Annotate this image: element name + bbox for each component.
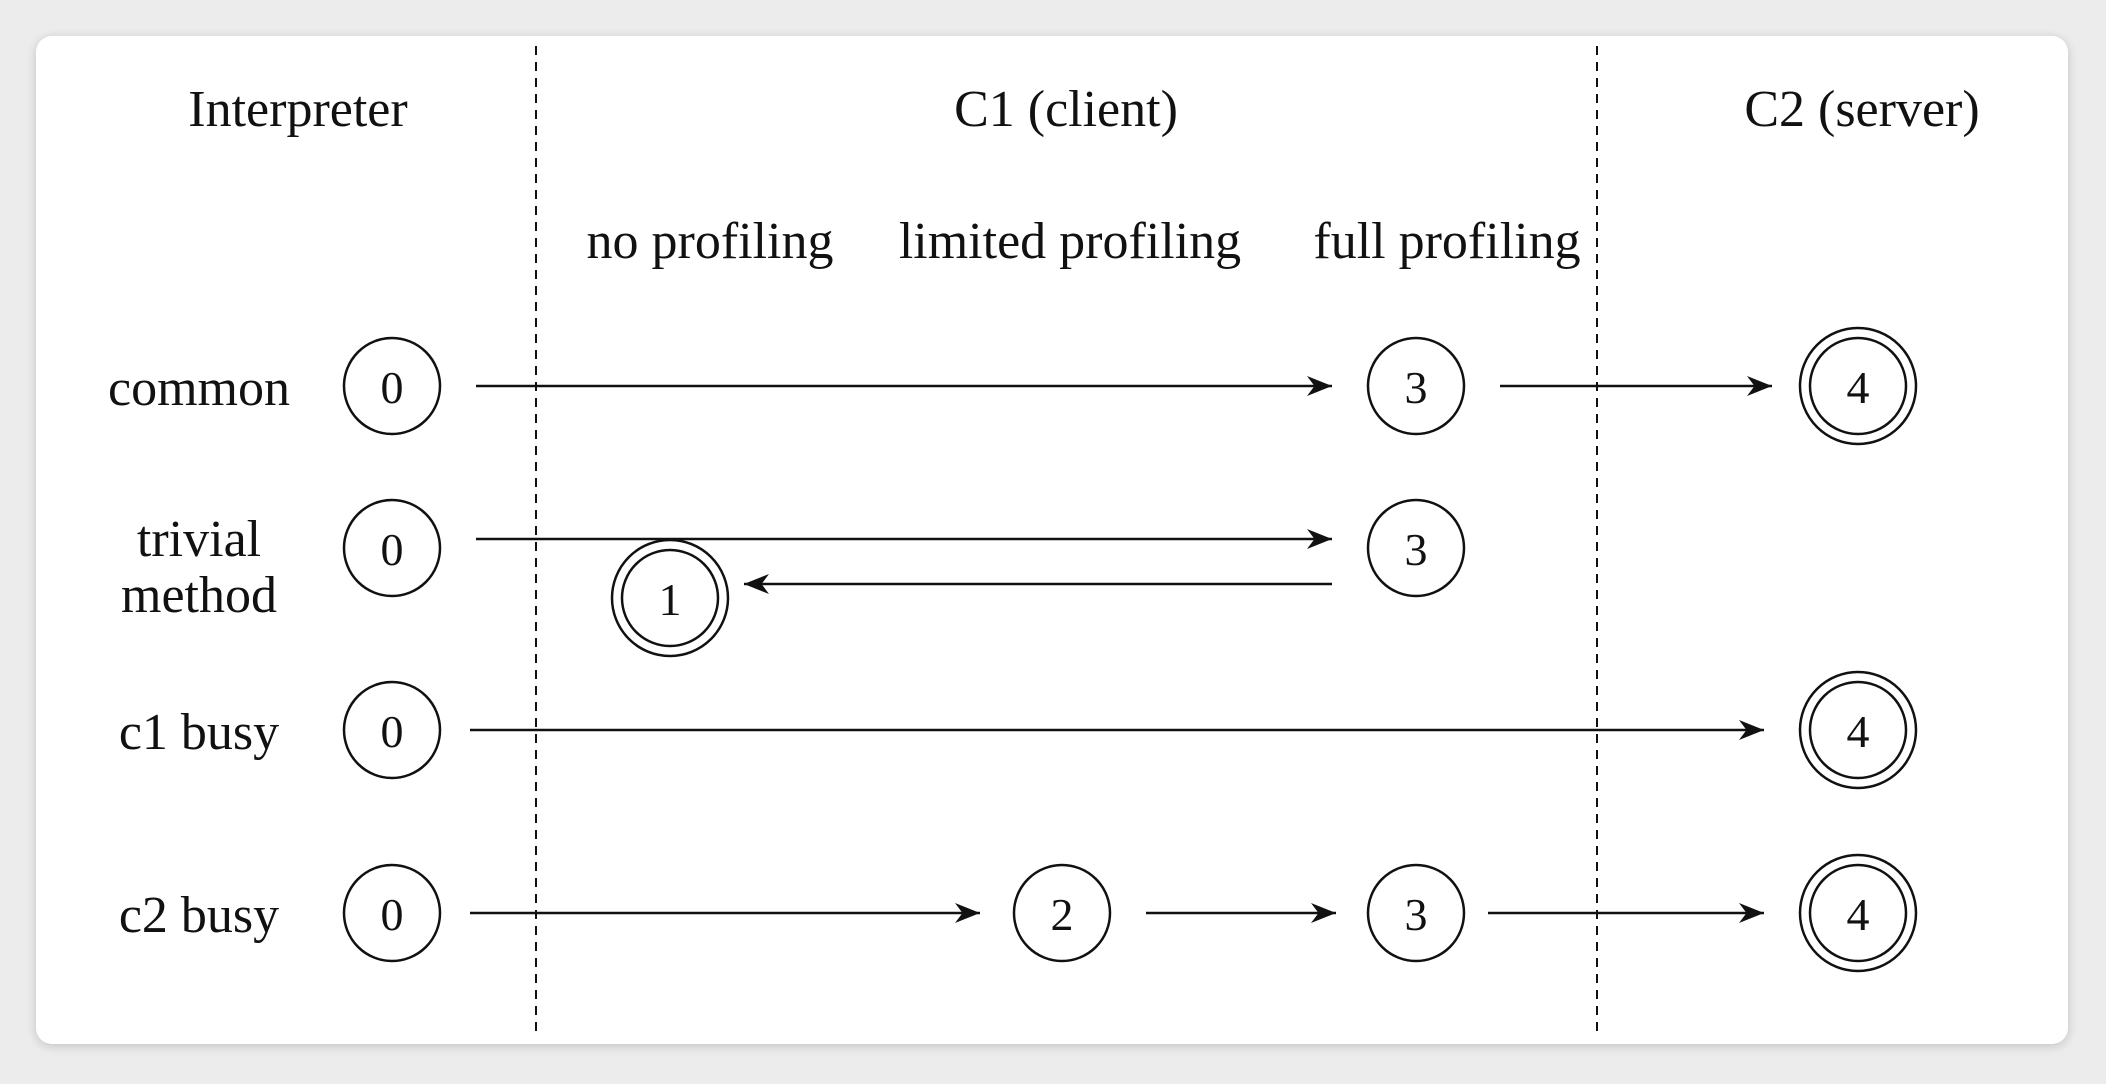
node-c2busy-level-3: 3: [1366, 863, 1466, 963]
row-label-c1-busy: c1 busy: [119, 704, 279, 761]
node-common-level-4: 4: [1798, 326, 1918, 446]
svg-text:0: 0: [381, 706, 404, 757]
svg-text:3: 3: [1405, 524, 1428, 575]
svg-text:2: 2: [1051, 889, 1074, 940]
node-c1busy-level-4: 4: [1798, 670, 1918, 790]
svg-text:3: 3: [1405, 889, 1428, 940]
row-label-c2-busy: c2 busy: [119, 887, 279, 944]
header-c1: C1 (client): [954, 81, 1178, 138]
svg-text:0: 0: [381, 889, 404, 940]
diagram-card: Interpreter C1 (client) C2 (server) no p…: [36, 36, 2068, 1044]
svg-text:1: 1: [659, 574, 682, 625]
row-label-trivial-line2: method: [121, 567, 277, 624]
svg-text:4: 4: [1847, 889, 1870, 940]
node-c2busy-level-2: 2: [1012, 863, 1112, 963]
node-trivial-level-3: 3: [1366, 498, 1466, 598]
node-common-level-0: 0: [342, 336, 442, 436]
svg-text:3: 3: [1405, 362, 1428, 413]
node-c1busy-level-0: 0: [342, 680, 442, 780]
svg-text:4: 4: [1847, 706, 1870, 757]
node-c2busy-level-0: 0: [342, 863, 442, 963]
node-c2busy-level-4: 4: [1798, 853, 1918, 973]
header-interpreter: Interpreter: [188, 81, 407, 138]
node-trivial-level-0: 0: [342, 498, 442, 598]
label-full-profiling: full profiling: [1313, 213, 1580, 270]
row-label-common: common: [108, 360, 290, 417]
row-label-trivial-line1: trivial: [137, 511, 261, 568]
label-no-profiling: no profiling: [587, 213, 834, 270]
label-limited-profiling: limited profiling: [899, 213, 1241, 270]
svg-text:0: 0: [381, 524, 404, 575]
tiered-compilation-diagram: Interpreter C1 (client) C2 (server) no p…: [108, 46, 1980, 1036]
svg-text:4: 4: [1847, 362, 1870, 413]
svg-text:0: 0: [381, 362, 404, 413]
header-c2: C2 (server): [1744, 81, 1979, 138]
node-common-level-3: 3: [1366, 336, 1466, 436]
node-trivial-level-1: 1: [610, 538, 730, 658]
